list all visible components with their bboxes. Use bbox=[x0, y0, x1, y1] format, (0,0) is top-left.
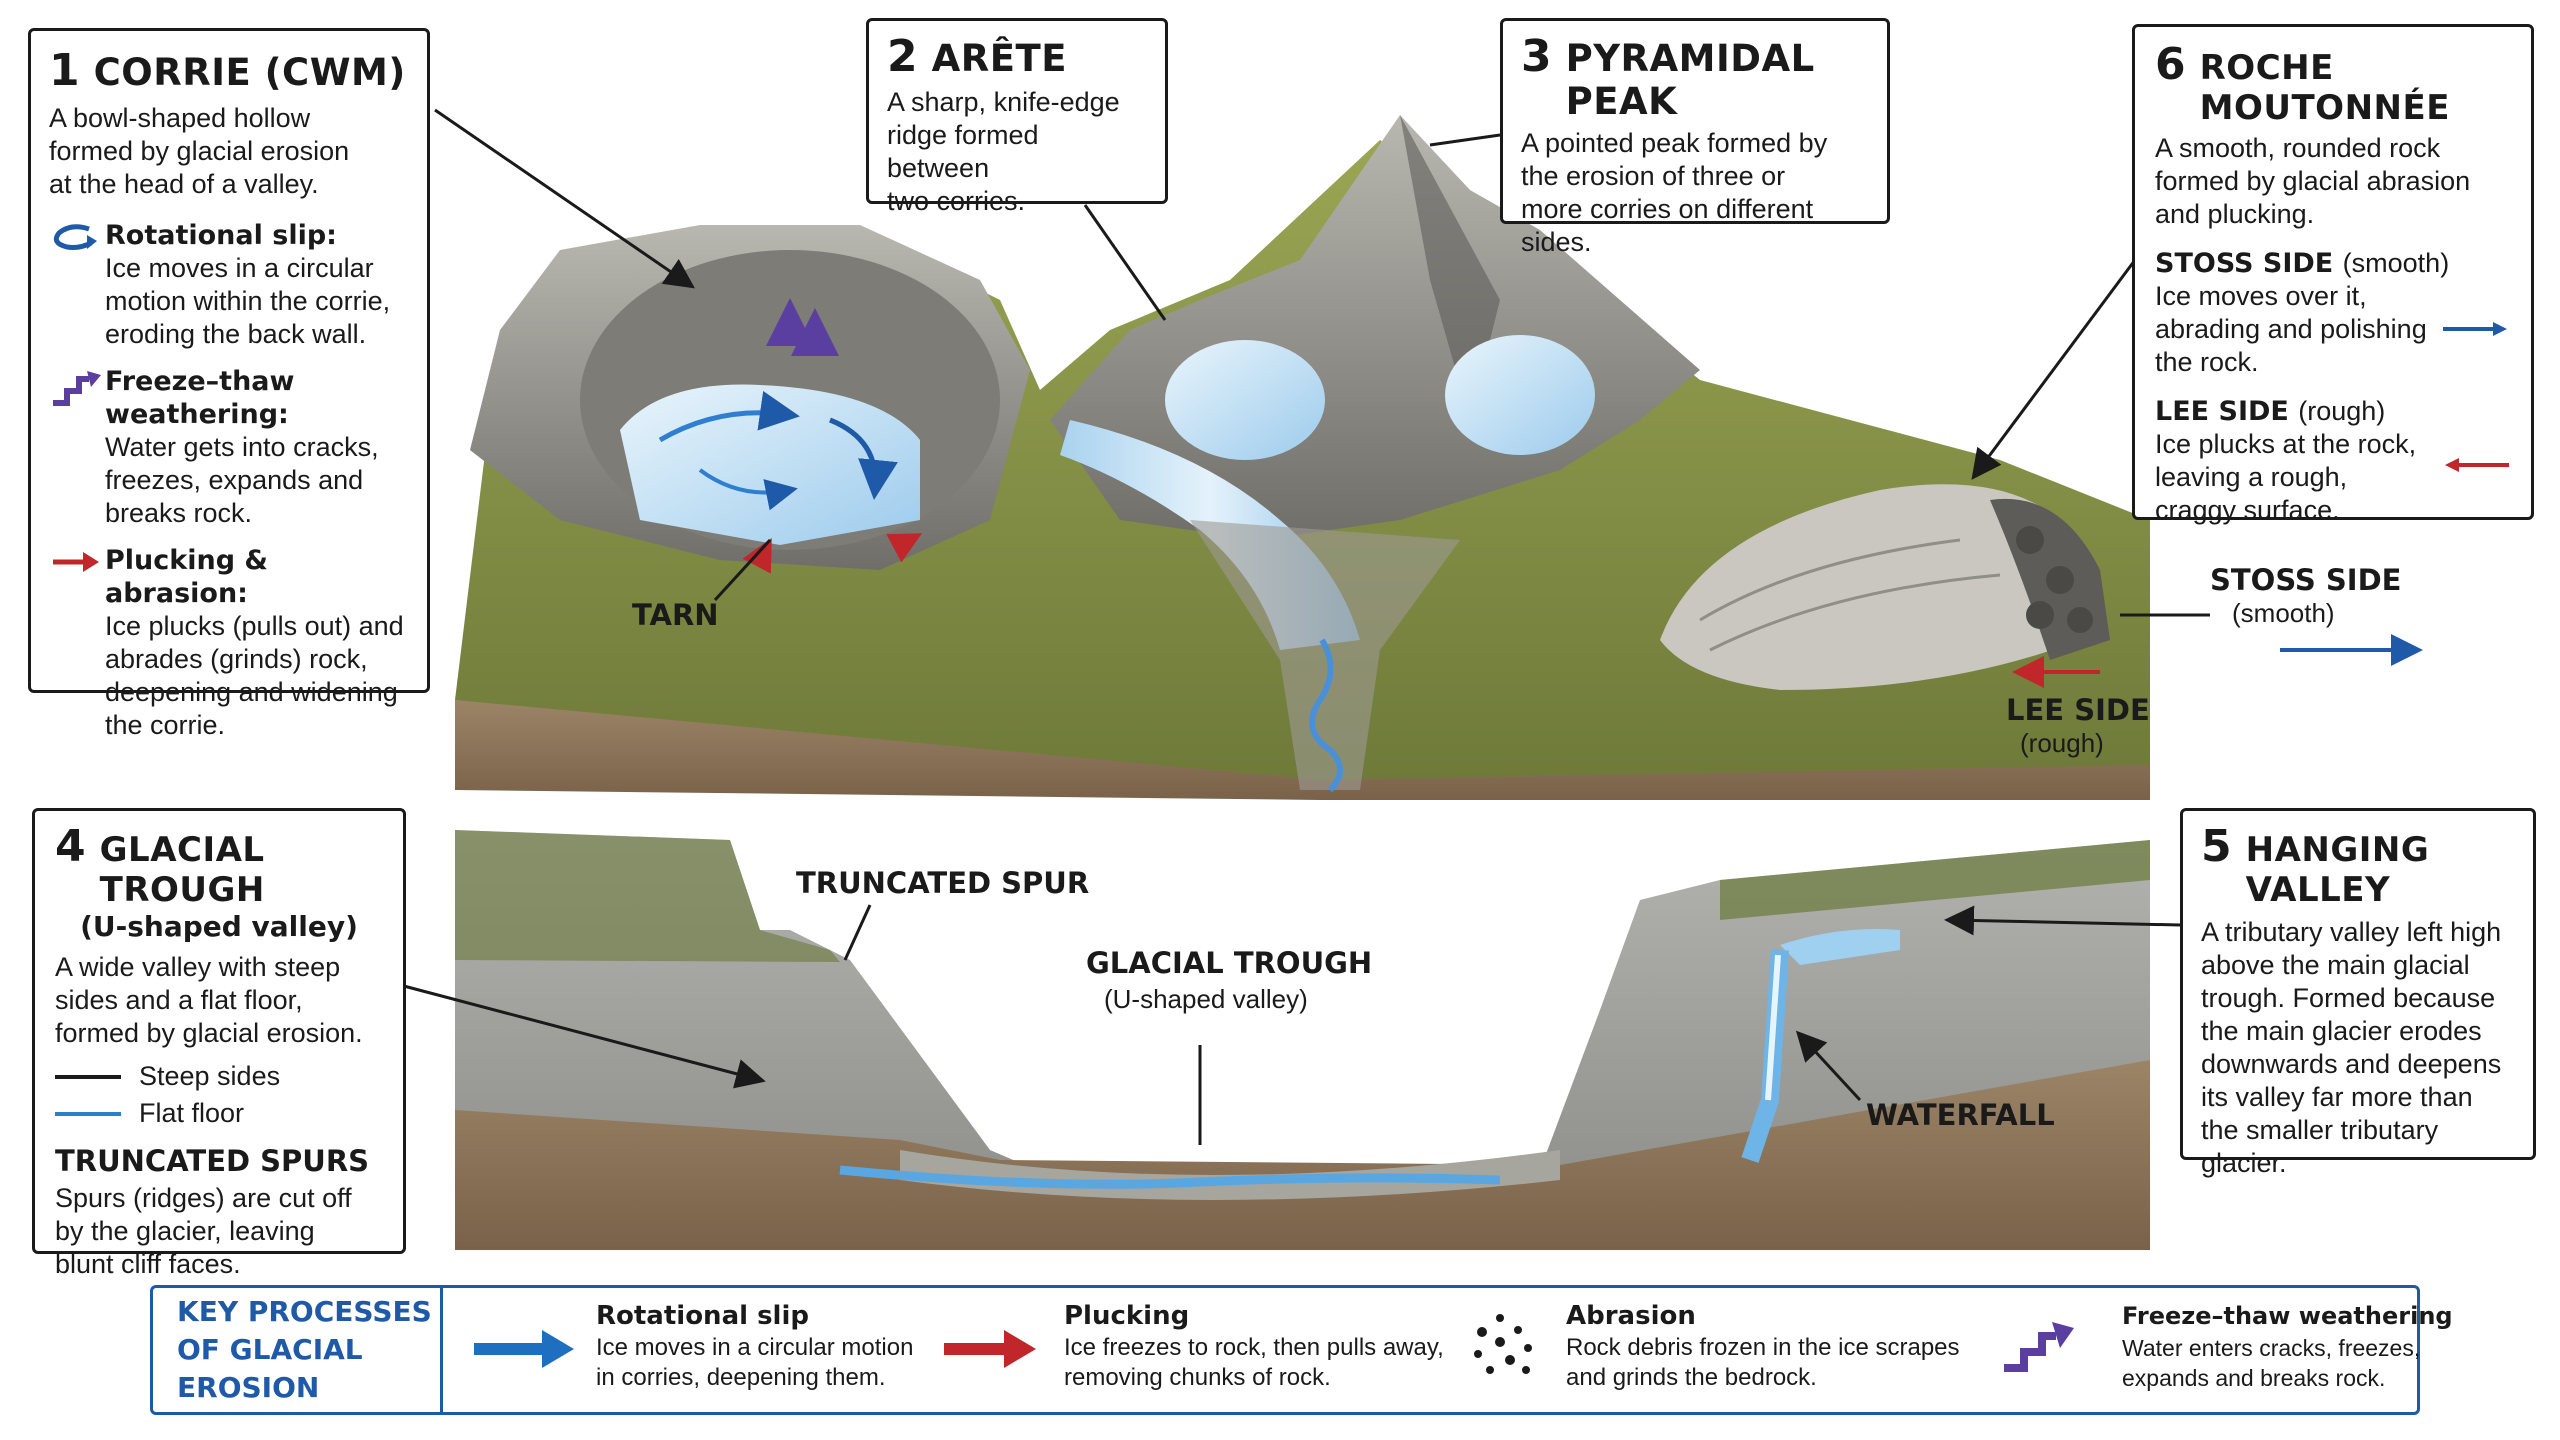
steep-sides-line-icon bbox=[55, 1074, 121, 1079]
stoss-blue-arrow-icon bbox=[2443, 322, 2507, 336]
roche-stoss-paren: (smooth) bbox=[2342, 248, 2450, 278]
key-rotational-heading: Rotational slip bbox=[596, 1301, 809, 1331]
roche-moutonnee-panel: 6 ROCHE MOUTONNÉE A smooth, rounded rock… bbox=[2132, 24, 2534, 525]
trough-subtitle: (U-shaped valley) bbox=[80, 910, 358, 943]
freeze-thaw-heading: Freeze–thaw weathering: bbox=[105, 366, 295, 430]
glacial-trough-paren: (U-shaped valley) bbox=[1104, 984, 1308, 1014]
corrie-process-freeze-thaw: Freeze–thaw weathering: Water gets into … bbox=[49, 365, 409, 530]
key-plucking-heading: Plucking bbox=[1064, 1301, 1190, 1331]
key-title: KEY PROCESSES OF GLACIAL EROSION bbox=[153, 1288, 443, 1412]
plucking-heading: Plucking & abrasion: bbox=[105, 545, 268, 609]
corrie-number: 1 bbox=[49, 45, 80, 96]
glacial-trough-label: GLACIAL TROUGH bbox=[1086, 946, 1373, 980]
upper-block-diagram bbox=[455, 115, 2150, 800]
lee-side-paren: (rough) bbox=[2020, 728, 2104, 758]
rotation-arrow-icon bbox=[53, 224, 97, 250]
pointer-lines bbox=[399, 108, 2423, 1145]
lee-red-arrow-icon bbox=[2445, 458, 2509, 472]
pyramidal-peak-panel: 3 PYRAMIDAL PEAK A pointed peak formed b… bbox=[1500, 18, 1890, 257]
hanging-title: HANGING VALLEY bbox=[2245, 830, 2430, 910]
pyramidal-number: 3 bbox=[1521, 31, 1552, 82]
corrie-title: CORRIE (CWM) bbox=[93, 51, 406, 94]
roche-lee-paren: (rough) bbox=[2298, 396, 2386, 426]
key-plucking-text: Ice freezes to rock, then pulls away,rem… bbox=[1064, 1334, 1444, 1391]
roche-stoss-section: STOSS SIDE (smooth) Ice moves over it,ab… bbox=[2155, 247, 2511, 379]
flat-floor-line-icon bbox=[55, 1111, 121, 1116]
debris-dots-icon bbox=[1474, 1314, 1532, 1374]
stoss-side-paren: (smooth) bbox=[2232, 598, 2335, 628]
corrie-process-plucking: Plucking & abrasion: Ice plucks (pulls o… bbox=[49, 544, 409, 742]
hanging-valley-panel: 5 HANGING VALLEY A tributary valley left… bbox=[2180, 808, 2536, 1178]
rotational-slip-heading: Rotational slip: bbox=[105, 220, 337, 251]
arete-number: 2 bbox=[887, 31, 918, 82]
roche-lee-heading: LEE SIDE bbox=[2155, 396, 2289, 427]
legend-flat-floor: Flat floor bbox=[55, 1097, 383, 1130]
purple-zigzag-arrow-icon bbox=[2004, 1322, 2074, 1372]
freeze-thaw-arrow-icon bbox=[53, 371, 101, 406]
key-abrasion-heading: Abrasion bbox=[1566, 1301, 1696, 1331]
arete-title: ARÊTE bbox=[931, 37, 1068, 80]
pyramidal-title: PYRAMIDAL PEAK bbox=[1565, 37, 1815, 123]
key-freeze-thaw-text: Water enters cracks, freezes,expands and… bbox=[2122, 1335, 2421, 1391]
lee-side-label: LEE SIDE bbox=[2006, 693, 2150, 727]
red-arrow-icon bbox=[944, 1330, 1036, 1368]
stoss-side-label: STOSS SIDE bbox=[2210, 563, 2402, 597]
roche-lee-section: LEE SIDE (rough) Ice plucks at the rock,… bbox=[2155, 395, 2511, 527]
trough-title: GLACIAL TROUGH bbox=[99, 830, 265, 910]
glacial-trough-panel: 4 GLACIAL TROUGH (U-shaped valley) A wid… bbox=[32, 808, 406, 1279]
tarn-label: TARN bbox=[632, 598, 719, 632]
plucking-arrow-icon bbox=[53, 552, 99, 572]
roche-lee-text: Ice plucks at the rock,leaving a rough,c… bbox=[2155, 429, 2417, 525]
legend-steep-sides: Steep sides bbox=[55, 1060, 383, 1093]
freeze-thaw-text: Water gets into cracks,freezes, expands … bbox=[105, 432, 379, 528]
roche-number: 6 bbox=[2155, 39, 2186, 90]
key-freeze-thaw-heading: Freeze–thaw weathering bbox=[2122, 1302, 2453, 1330]
waterfall-label: WATERFALL bbox=[1866, 1098, 2055, 1132]
truncated-spur-label: TRUNCATED SPUR bbox=[796, 866, 1090, 900]
roche-stoss-heading: STOSS SIDE bbox=[2155, 248, 2334, 279]
hanging-number: 5 bbox=[2201, 821, 2232, 872]
lower-cross-section bbox=[455, 830, 2150, 1250]
trough-number: 4 bbox=[55, 821, 86, 872]
corrie-process-rotational: Rotational slip: Ice moves in a circular… bbox=[49, 219, 409, 351]
roche-stoss-text: Ice moves over it,abrading and polishing… bbox=[2155, 281, 2427, 377]
blue-arrow-icon bbox=[474, 1330, 574, 1368]
truncated-spurs-heading: TRUNCATED SPURS bbox=[55, 1144, 370, 1178]
roche-title: ROCHE MOUTONNÉE bbox=[2199, 48, 2450, 128]
